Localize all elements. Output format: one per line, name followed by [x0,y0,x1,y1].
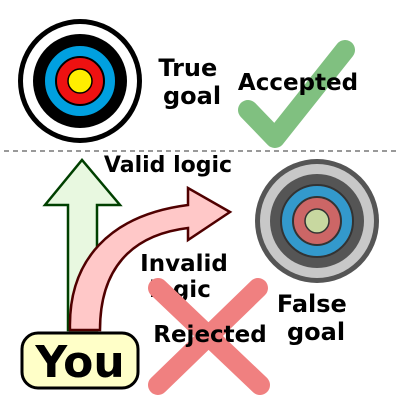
check-icon [238,40,355,148]
valid-logic-label: Valid logic [104,153,232,178]
true-goal-label: True goal [158,54,225,110]
cross-icon [148,278,270,395]
invalid-logic-arrow [68,185,233,332]
false-goal-target [255,159,379,283]
you-label: You [34,337,124,388]
true-goal-target [18,19,142,143]
true-target-bullseye [67,68,93,94]
rejected-label: Rejected [153,322,266,348]
false-target-bullseye [304,208,330,234]
invalid-logic-label: Invalid logic [140,251,236,303]
false-goal-label: False goal [277,290,355,346]
you-box [20,331,140,390]
accepted-label: Accepted [238,70,358,96]
